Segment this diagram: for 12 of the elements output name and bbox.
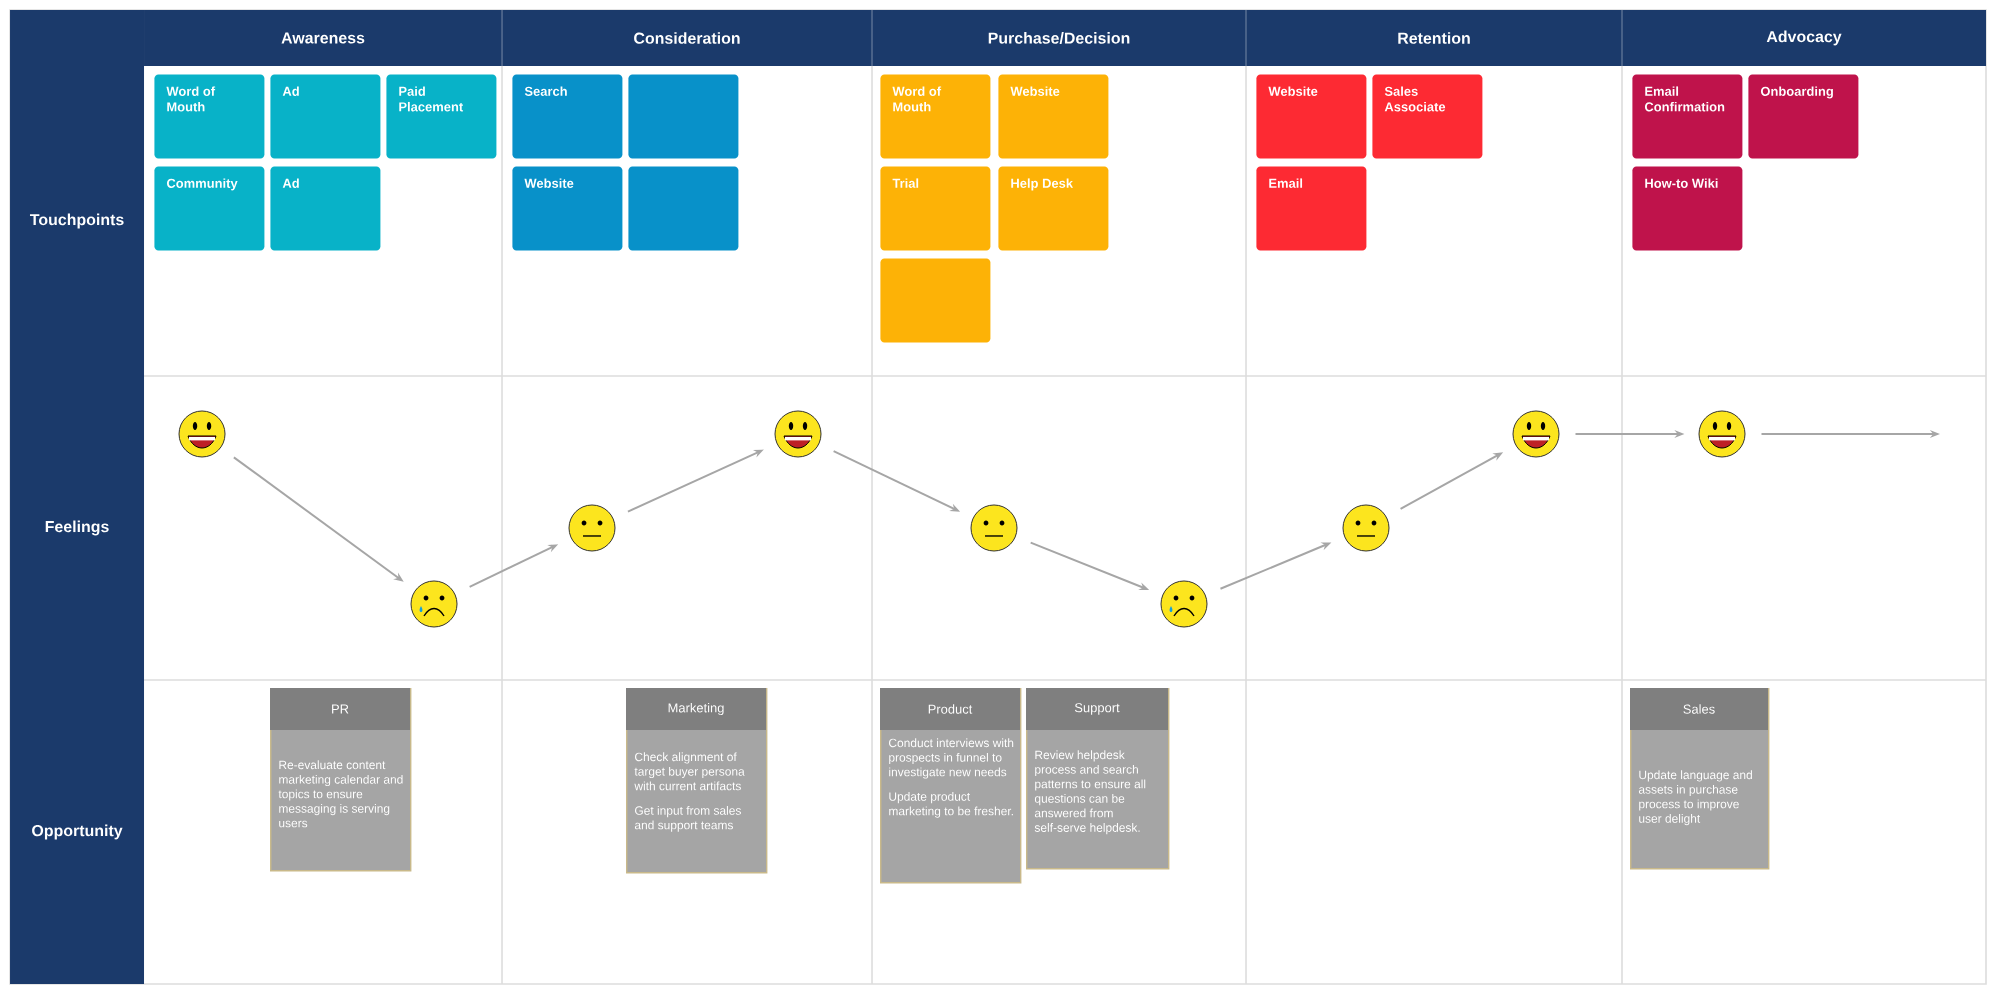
neutral-face-icon [1342,504,1390,552]
crying-face-icon [1160,580,1208,628]
touchpoint-card [880,258,991,343]
smiling-face-icon [1512,410,1560,458]
neutral-face-icon [970,504,1018,552]
neutral-face-icon [568,504,616,552]
smiling-face-icon [1698,410,1746,458]
crying-face-icon [410,580,458,628]
smiling-face-icon [178,410,226,458]
touchpoint-card [628,166,739,251]
touchpoint-card [628,74,739,159]
smiling-face-icon [774,410,822,458]
